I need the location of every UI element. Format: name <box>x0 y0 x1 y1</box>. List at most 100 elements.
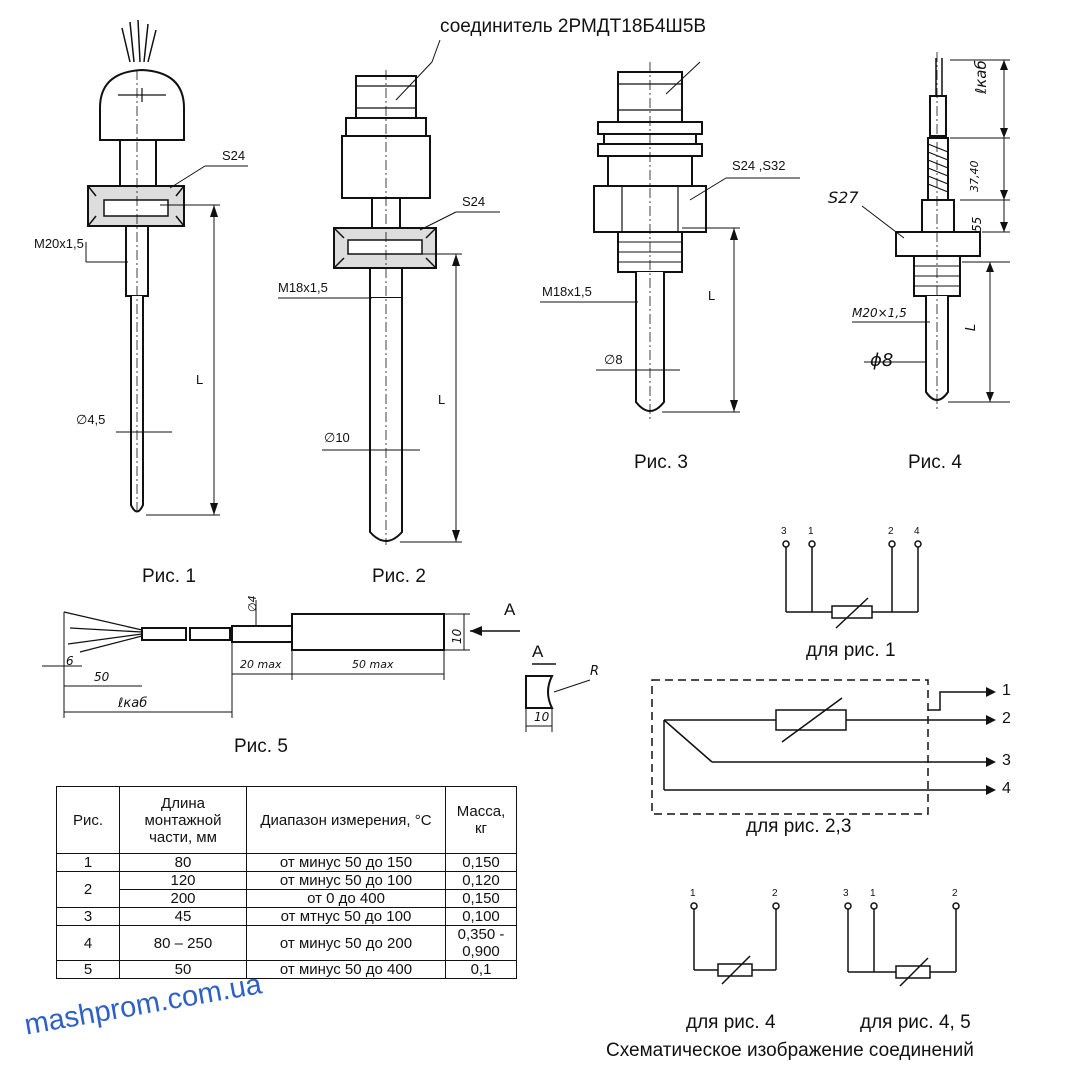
fig2-thread-label: M18x1,5 <box>278 280 328 295</box>
sch4-caption: для рис. 4 <box>686 1012 776 1033</box>
cell-range: от минус 50 до 400 <box>246 960 446 979</box>
sch1-caption: для рис. 1 <box>806 640 896 661</box>
sch45-pin-2: 2 <box>952 888 958 899</box>
sch23-out-1: 1 <box>1002 682 1011 699</box>
fig3-thread-label: M18x1,5 <box>542 284 592 299</box>
cell-length: 80 – 250 <box>119 925 247 961</box>
schematic-fig4 <box>690 902 780 985</box>
fig4-diameter-label: ϕ8 <box>870 350 894 371</box>
fig5-sensor <box>42 600 591 732</box>
sch1-pin-3: 3 <box>781 526 787 537</box>
sch4-pin-1: 1 <box>690 888 696 899</box>
header-length: Длина монтажной части, мм <box>119 786 247 854</box>
header-mass: Масса, кг <box>445 786 517 854</box>
schematic-fig23 <box>651 679 996 815</box>
cell-range: от минус 50 до 200 <box>246 925 446 961</box>
fig1-caption: Рис. 1 <box>142 566 196 587</box>
fig1-sensor <box>85 19 248 516</box>
sch23-out-2: 2 <box>1002 710 1011 727</box>
cell-length: 45 <box>119 907 247 926</box>
fig3-diameter-label: ∅8 <box>604 352 623 367</box>
cell-mass: 0,350 - 0,900 <box>445 925 517 961</box>
fig2-sensor <box>278 39 500 545</box>
sch1-pin-2: 2 <box>888 526 894 537</box>
fig4-dim-b-label: 55 <box>970 216 984 232</box>
fig4-thread-label: M20×1,5 <box>852 306 907 320</box>
fig5-radius-label: R <box>590 664 600 679</box>
cell-length: 50 <box>119 960 247 979</box>
cell-fig: 2 <box>56 871 120 908</box>
sch45-pin-1: 1 <box>870 888 876 899</box>
cell-fig: 4 <box>56 925 120 961</box>
cell-length: 80 <box>119 853 247 872</box>
fig5-cable-label: ℓкаб <box>118 696 148 711</box>
connector-label: соединитель 2РМДТ18Б4Ш5В <box>440 16 707 37</box>
fig3-wrench-label: S24 ,S32 <box>732 158 786 173</box>
spec-table: Рис. Длина монтажной части, мм Диапазон … <box>56 786 517 979</box>
cell-range: от минус 50 до 150 <box>246 853 446 872</box>
cell-length: 200 <box>119 889 247 908</box>
cell-mass: 0,1 <box>445 960 517 979</box>
cell-fig: 1 <box>56 853 120 872</box>
table-row: 5 50 от минус 50 до 400 0,1 <box>56 960 517 979</box>
schematics-title: Схематическое изображение соединений <box>606 1040 974 1061</box>
fig5-view-arrow-label: A <box>504 600 516 619</box>
table-row: 2 120 от минус 50 до 100 0,120 <box>56 871 517 908</box>
cell-range: от мтнус 50 до 100 <box>246 907 446 926</box>
table-header-row: Рис. Длина монтажной части, мм Диапазон … <box>56 786 517 854</box>
sch23-caption: для рис. 2,3 <box>746 816 852 837</box>
cell-mass: 0,150 <box>445 853 517 872</box>
fig2-caption: Рис. 2 <box>372 566 426 587</box>
fig3-sensor <box>540 61 800 420</box>
fig2-length-label: L <box>438 392 446 407</box>
fig1-length-label: L <box>196 372 204 387</box>
fig4-length-label: L <box>964 323 980 332</box>
cell-length: 120 <box>119 871 247 890</box>
fig2-wrench-label: S24 <box>462 194 486 209</box>
fig5-dim50-label: 50 <box>94 670 110 684</box>
cell-fig: 3 <box>56 907 120 926</box>
fig5-view-title: A <box>532 642 544 661</box>
cell-fig: 5 <box>56 960 120 979</box>
fig1-wrench-label: S24 <box>222 148 246 163</box>
sch23-out-3: 3 <box>1002 752 1011 769</box>
cell-mass: 0,120 <box>445 871 517 890</box>
sch1-pin-1: 1 <box>808 526 814 537</box>
sch1-pin-4: 4 <box>914 526 920 537</box>
header-fig: Рис. <box>56 786 120 854</box>
fig5-width-label: 10 <box>534 710 550 724</box>
fig3-caption: Рис. 3 <box>634 452 688 473</box>
table-row: 3 45 от мтнус 50 до 100 0,100 <box>56 907 517 926</box>
fig2-diameter-label: ∅10 <box>324 430 350 445</box>
fig1-diameter-label: ∅4,5 <box>76 412 106 427</box>
fig4-sensor <box>852 52 1010 410</box>
fig5-dim6-label: 6 <box>66 654 74 668</box>
cell-range: от 0 до 400 <box>246 889 446 908</box>
schematic-fig1 <box>782 540 922 629</box>
fig5-dim50max-label: 50 max <box>352 658 394 671</box>
sch4-pin-2: 2 <box>772 888 778 899</box>
table-row: 200 от 0 до 400 0,150 <box>57 889 517 908</box>
schematic-fig45 <box>844 902 960 987</box>
cell-range: от минус 50 до 100 <box>246 871 446 890</box>
fig5-caption: Рис. 5 <box>234 736 288 757</box>
fig3-length-label: L <box>708 288 716 303</box>
sch45-caption: для рис. 4, 5 <box>860 1012 971 1033</box>
fig4-cable-length-label: ℓкаб <box>972 60 990 94</box>
fig5-diameter-label: ∅4 <box>246 595 259 612</box>
header-range: Диапазон измерения, °C <box>246 786 446 854</box>
sch45-pin-3: 3 <box>843 888 849 899</box>
table-row: 4 80 – 250 от минус 50 до 200 0,350 - 0,… <box>56 925 517 961</box>
fig4-caption: Рис. 4 <box>908 452 962 473</box>
cell-mass: 0,150 <box>445 889 517 908</box>
fig4-wrench-label: S27 <box>828 188 859 207</box>
table-row: 1 80 от минус 50 до 150 0,150 <box>56 853 517 872</box>
fig4-dim-a-label: 37,40 <box>968 160 981 193</box>
fig1-thread-label: M20x1,5 <box>34 236 84 251</box>
fig5-dim20-label: 20 max <box>240 658 282 671</box>
sch23-out-4: 4 <box>1002 780 1011 797</box>
cell-mass: 0,100 <box>445 907 517 926</box>
fig5-height-label: 10 <box>450 628 464 644</box>
